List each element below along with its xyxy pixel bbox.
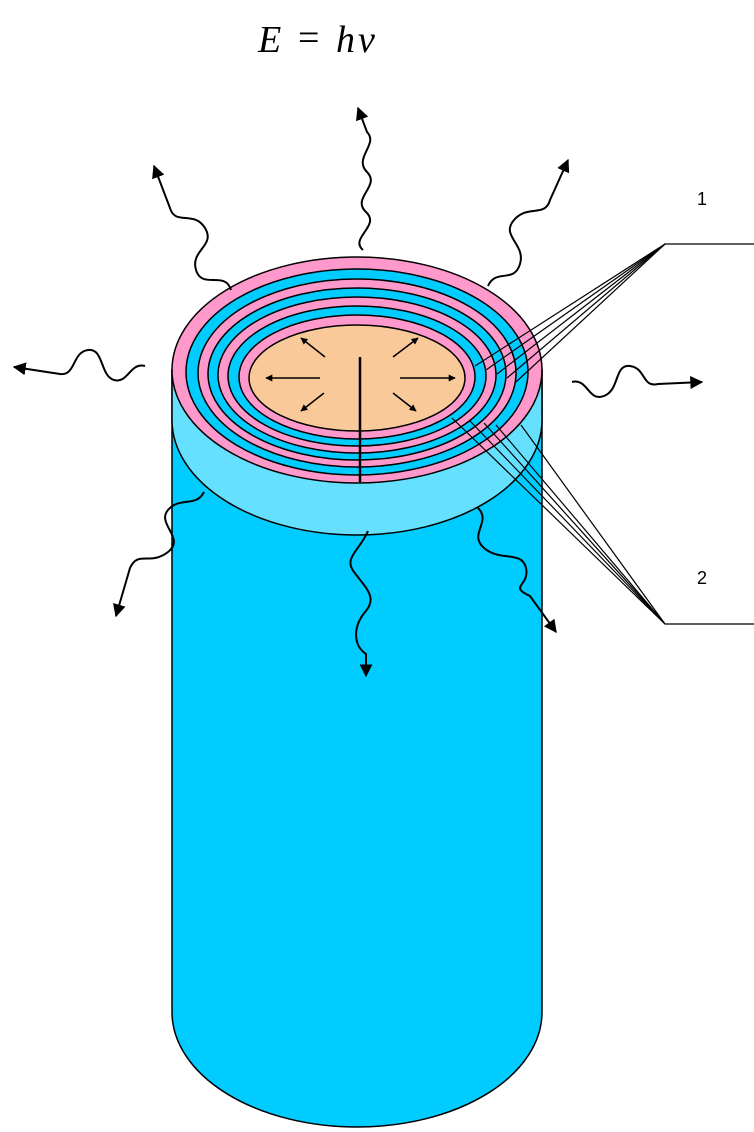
photon-upper-left: [152, 164, 232, 291]
core-arrow-lower-left: [300, 392, 325, 412]
callout-2-leader-c: [483, 422, 666, 625]
fiber-cylinder: [171, 256, 543, 1128]
callout-2-label: 2: [697, 568, 707, 588]
cylinder-body: [171, 369, 543, 1128]
core-arrow-upper-left: [300, 337, 326, 358]
formula-frequency-symbol: ν: [358, 19, 375, 61]
photon-down: [349, 530, 373, 678]
callout-2-leader-d: [495, 424, 666, 625]
photon-lower-right: [477, 507, 557, 634]
formula-equals-sign: =: [298, 17, 319, 59]
core-arrow-upper-right: [392, 337, 419, 358]
photon-lower-left: [113, 491, 205, 618]
callout-1-leader-e: [515, 243, 666, 383]
photon-left: [12, 349, 146, 382]
energy-formula: E = h ν: [257, 17, 375, 61]
core-radiation-arrows: [265, 337, 456, 412]
callout-2-leader-b: [469, 420, 666, 625]
callout-1-leaders: [474, 243, 754, 383]
photon-right: [571, 364, 704, 398]
callout-1-leader-d: [506, 243, 666, 379]
callout-2-leader-e: [520, 424, 666, 625]
callout-2-leaders: [451, 417, 754, 625]
emitted-photons: [12, 106, 704, 678]
callout-1-leader-c: [496, 243, 666, 375]
core-arrow-lower-right: [392, 392, 417, 412]
formula-planck-symbol: h: [336, 19, 355, 61]
photon-up: [356, 106, 372, 251]
callout-2-leader-a: [451, 417, 666, 625]
photon-upper-right: [487, 158, 570, 287]
callout-1-leader-a: [474, 243, 666, 367]
callout-1-label: 1: [697, 189, 707, 209]
formula-energy-symbol: E: [257, 19, 281, 61]
callout-1-leader-b: [485, 243, 666, 371]
